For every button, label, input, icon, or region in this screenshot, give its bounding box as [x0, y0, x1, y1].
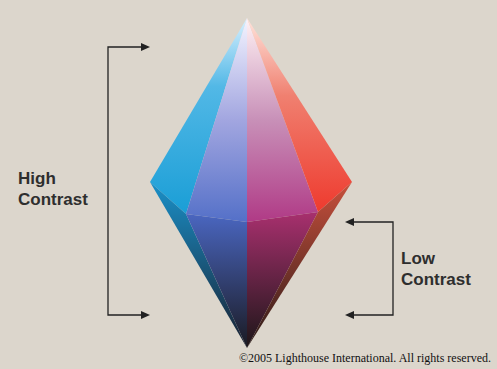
arrowhead — [141, 43, 354, 319]
bracket — [108, 47, 393, 315]
bracket-label: Low Contrast — [401, 248, 485, 290]
copyright-notice: ©2005 Lighthouse International. All righ… — [237, 351, 493, 366]
bracket-label: High Contrast — [18, 168, 102, 210]
